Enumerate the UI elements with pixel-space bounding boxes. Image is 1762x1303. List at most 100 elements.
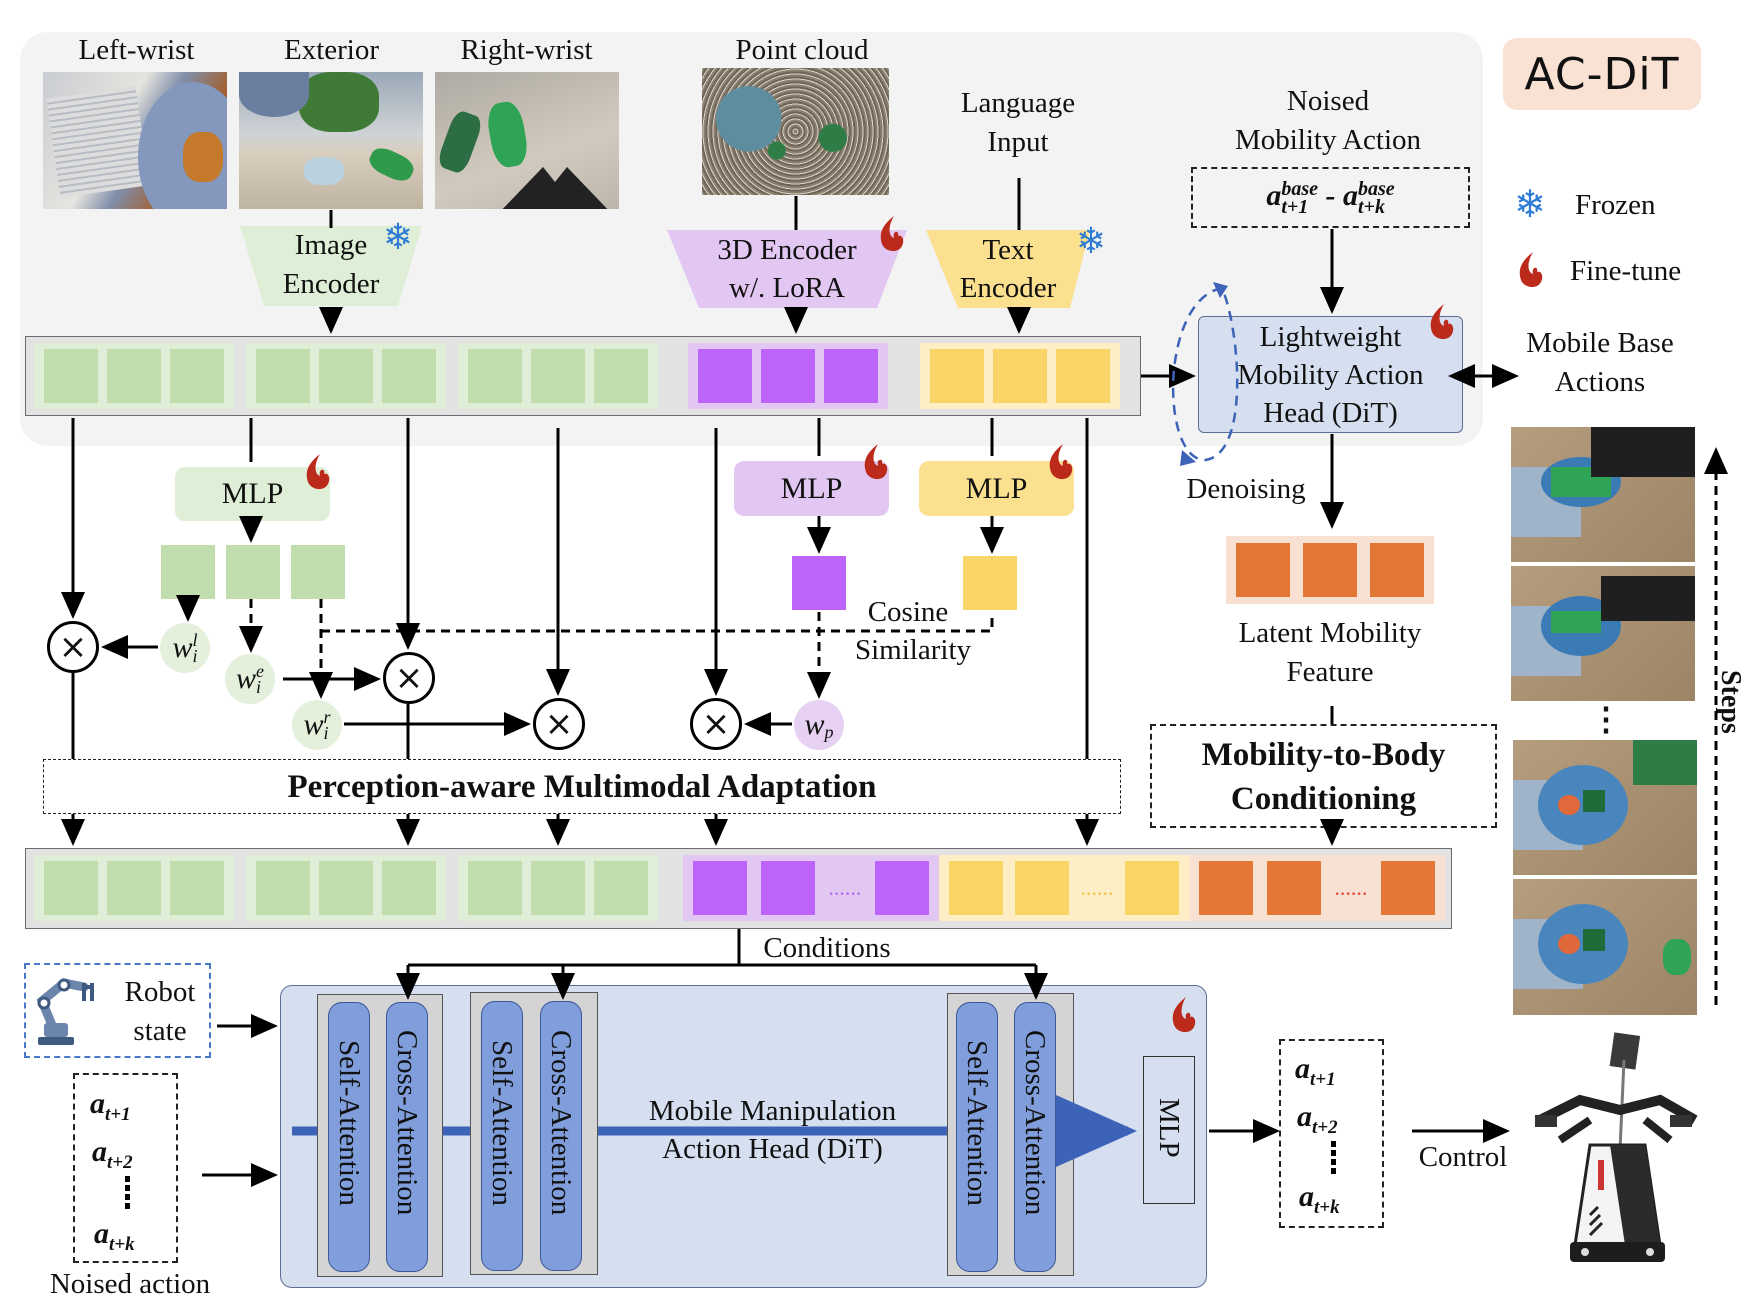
text-pooled-token xyxy=(963,556,1017,610)
3d-encoder-shape xyxy=(667,230,907,308)
mobility-action-end: a xyxy=(1343,178,1358,212)
token-group-exterior xyxy=(246,343,446,409)
self-attention-3 xyxy=(956,1002,998,1272)
image-encoder-shape xyxy=(240,226,422,306)
snowflake-icon: ❄ xyxy=(1514,182,1546,226)
cross-attention-2 xyxy=(540,1001,582,1271)
multiply-right-wrist: × xyxy=(533,698,585,750)
image-mlp-flame-icon xyxy=(300,450,334,494)
cond-group-exterior xyxy=(246,855,446,921)
self-attention-label-3: Self-Attention xyxy=(961,1040,993,1206)
latent-mobility-label-2: Feature xyxy=(1286,656,1374,688)
token-group-left-wrist xyxy=(34,343,234,409)
mobility-head-flame-icon xyxy=(1424,300,1458,344)
robot-state-label-1: Robot xyxy=(124,976,196,1008)
text-encoder-label-1: Text xyxy=(982,234,1034,266)
logo-text: AC-DiT xyxy=(1524,48,1680,100)
noised-mobility-title-1: Noised xyxy=(1286,85,1370,117)
cosine-label-2: Similarity xyxy=(855,634,971,666)
point-cloud-image xyxy=(702,68,889,195)
noised-action-label: Noised action xyxy=(49,1268,211,1300)
pointcloud-pooled-token xyxy=(792,556,846,610)
token-group-text xyxy=(920,343,1120,409)
output-action-k: at+k xyxy=(1299,1180,1340,1218)
language-input-label-1: Language xyxy=(960,87,1076,119)
denoising-label: Denoising xyxy=(1186,473,1306,505)
conditioning-label-2: Conditioning xyxy=(1230,781,1417,817)
mobility-head-label-2: Mobility Action xyxy=(1237,359,1424,391)
robot-arm-icon xyxy=(32,972,102,1048)
pointcloud-mlp-flame-icon xyxy=(858,440,892,484)
self-attention-1 xyxy=(328,1002,370,1272)
self-attention-label-2: Self-Attention xyxy=(486,1040,518,1206)
robot-state-label-2: state xyxy=(133,1015,187,1047)
token-group-right-wrist xyxy=(458,343,658,409)
cross-attention-label-2: Cross-Attention xyxy=(545,1030,577,1216)
text-encoder-shape xyxy=(926,230,1090,308)
conditions-token-bar: ...... ...... ...... xyxy=(25,848,1452,929)
step-image-1 xyxy=(1511,427,1695,562)
image-encoder-snowflake-icon: ❄ xyxy=(382,216,414,258)
perception-adaptation-title: Perception-aware Multimodal Adaptation xyxy=(287,769,877,805)
cross-attention-label-3: Cross-Attention xyxy=(1019,1030,1051,1216)
conditions-label: Conditions xyxy=(763,932,891,964)
image-weight-token-e xyxy=(226,545,280,599)
steps-ellipsis: ⋮ xyxy=(1590,701,1622,737)
output-action-1: at+1 xyxy=(1295,1052,1336,1090)
dit-title-2: Action Head (DiT) xyxy=(662,1133,883,1165)
steps-label: Steps xyxy=(1715,670,1746,734)
text-mlp-flame-icon xyxy=(1043,440,1077,484)
self-attention-label-1: Self-Attention xyxy=(333,1040,365,1206)
exterior-image xyxy=(239,72,423,209)
image-mlp-label: MLP xyxy=(221,477,284,510)
left-wrist-image xyxy=(43,72,227,209)
control-label: Control xyxy=(1418,1141,1508,1173)
mobile-robot-image xyxy=(1520,1030,1710,1275)
text-mlp: MLP xyxy=(919,461,1074,516)
cond-group-text: ...... xyxy=(939,855,1189,921)
pointcloud-mlp-label: MLP xyxy=(780,471,843,505)
output-action-2: at+2 xyxy=(1297,1100,1338,1138)
cross-attention-label-1: Cross-Attention xyxy=(391,1030,423,1216)
camera-label-right-wrist: Right-wrist xyxy=(460,34,593,66)
step-image-3 xyxy=(1513,740,1697,875)
noised-action-k: at+k xyxy=(94,1217,135,1255)
logo-badge: AC-DiT xyxy=(1503,38,1701,110)
multiply-point-cloud: × xyxy=(690,698,742,750)
legend-frozen-label: Frozen xyxy=(1575,189,1656,221)
self-attention-2 xyxy=(481,1001,523,1271)
cross-attention-3 xyxy=(1014,1002,1056,1272)
dit-output-mlp xyxy=(1143,1056,1195,1204)
flame-icon xyxy=(1510,248,1550,292)
3d-encoder-flame-icon xyxy=(874,212,908,256)
dit-flame-icon xyxy=(1166,993,1200,1037)
mobile-base-actions-label-1: Mobile Base xyxy=(1526,327,1674,359)
language-input-label-2: Input xyxy=(987,126,1049,158)
output-action-box xyxy=(1279,1039,1384,1228)
mobility-head-label-1: Lightweight xyxy=(1259,321,1402,353)
mobility-action-start: a xyxy=(1266,178,1282,212)
image-encoder-label-2: Encoder xyxy=(282,268,380,300)
dit-title-1: Mobile Manipulation xyxy=(598,1092,947,1130)
image-weight-token-r xyxy=(291,545,345,599)
step-image-4 xyxy=(1513,879,1697,1015)
noised-action-box xyxy=(73,1073,178,1263)
noised-action-2: at+2 xyxy=(92,1135,133,1173)
pointcloud-mlp: MLP xyxy=(734,461,889,516)
robot-state-box xyxy=(24,963,211,1058)
token-group-point-cloud xyxy=(688,343,888,409)
noised-action-ellipsis xyxy=(125,1176,130,1212)
camera-label-exterior: Exterior xyxy=(283,34,379,66)
perception-adaptation-box xyxy=(43,759,1121,814)
encoded-token-bar xyxy=(25,336,1141,416)
latent-mobility-label-1: Latent Mobility xyxy=(1238,617,1422,649)
noised-mobility-title-2: Mobility Action xyxy=(1234,124,1422,156)
legend-finetune-label: Fine-tune xyxy=(1570,255,1682,287)
cross-attention-1 xyxy=(386,1002,428,1272)
cond-group-left-wrist xyxy=(34,855,234,921)
